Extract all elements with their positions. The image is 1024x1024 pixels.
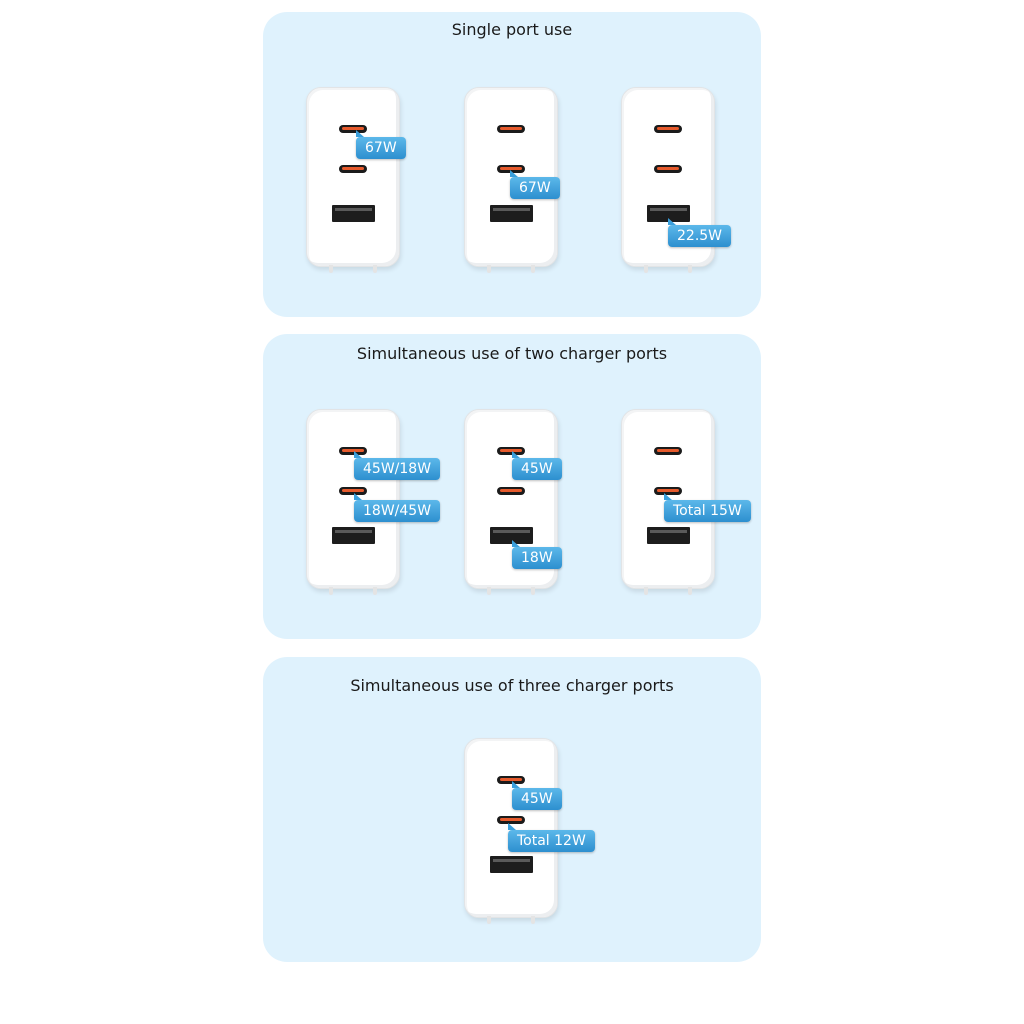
usb-c-port (654, 487, 682, 495)
plug-prong (487, 587, 491, 595)
usb-c-port (654, 125, 682, 133)
usb-c-port (497, 125, 525, 133)
plug-prong (531, 587, 535, 595)
plug-prong (373, 265, 377, 273)
usb-a-port (332, 205, 375, 222)
power-label: 22.5W (668, 218, 732, 247)
plug-prong (373, 587, 377, 595)
plug-prong (644, 265, 648, 273)
power-label: 45W (512, 781, 562, 810)
power-label: 45W/18W (354, 451, 441, 480)
plug-prong (487, 916, 491, 924)
usb-a-port (647, 205, 690, 222)
plug-prong (688, 587, 692, 595)
power-label: 18W/45W (354, 493, 441, 522)
usb-c-port (654, 165, 682, 173)
usb-c-port (497, 776, 525, 784)
usb-a-port (647, 527, 690, 544)
panel-single-port: Single port use 67W 67W 22.5W (263, 12, 761, 317)
plug-prong (531, 916, 535, 924)
plug-prong (644, 587, 648, 595)
usb-c-port (339, 125, 367, 133)
power-label: Total 12W (508, 823, 595, 852)
plug-prong (688, 265, 692, 273)
usb-c-port (339, 487, 367, 495)
usb-c-port (497, 816, 525, 824)
usb-a-port (490, 527, 533, 544)
usb-c-port (654, 447, 682, 455)
power-label: 18W (512, 540, 562, 569)
power-label: 45W (512, 451, 562, 480)
usb-a-port (490, 205, 533, 222)
charger-image (306, 87, 400, 273)
usb-a-port (490, 856, 533, 873)
plug-prong (487, 265, 491, 273)
usb-c-port (339, 447, 367, 455)
panel-title: Single port use (451, 20, 573, 39)
plug-prong (329, 265, 333, 273)
power-label: 67W (510, 170, 560, 199)
plug-prong (531, 265, 535, 273)
power-label: Total 15W (664, 493, 751, 522)
usb-c-port (339, 165, 367, 173)
panel-three-ports: Simultaneous use of three charger ports … (263, 657, 761, 962)
panel-title: Simultaneous use of two charger ports (356, 344, 668, 363)
charger-image (306, 409, 400, 595)
usb-a-port (332, 527, 375, 544)
usb-c-port (497, 165, 525, 173)
plug-prong (329, 587, 333, 595)
panel-title: Simultaneous use of three charger ports (350, 676, 674, 695)
usb-c-port (497, 447, 525, 455)
usb-c-port (497, 487, 525, 495)
power-label: 67W (356, 130, 406, 159)
panel-two-ports: Simultaneous use of two charger ports 45… (263, 334, 761, 639)
